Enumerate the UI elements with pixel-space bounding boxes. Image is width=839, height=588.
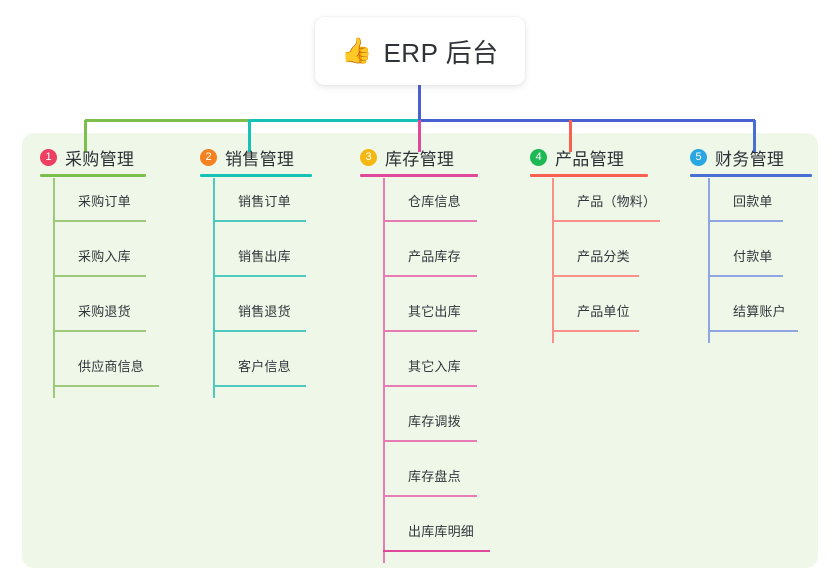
item-underline [383, 495, 477, 497]
item-spine [708, 288, 710, 343]
item-label: 产品单位 [577, 304, 630, 319]
root-title: ERP 后台 [383, 37, 499, 68]
item-label: 销售订单 [238, 194, 291, 209]
item-label: 销售出库 [238, 249, 291, 264]
item-underline [708, 275, 783, 277]
item-label: 其它入库 [408, 359, 461, 374]
item-spine [383, 343, 385, 398]
branch-header-4[interactable]: 4 产品管理 [530, 145, 624, 170]
branch-header-3[interactable]: 3 库存管理 [360, 145, 454, 170]
item-spine [552, 178, 554, 233]
branch-badge-1: 1 [40, 149, 57, 166]
item-spine [213, 178, 215, 233]
item-spine [383, 508, 385, 563]
item-label: 销售退货 [238, 304, 291, 319]
item-label: 产品（物料） [577, 194, 657, 209]
root-node-card[interactable]: 👍 ERP 后台 [315, 17, 525, 85]
item-spine [383, 178, 385, 233]
branch-badge-5: 5 [690, 149, 707, 166]
item-underline [213, 275, 306, 277]
item-spine [383, 288, 385, 343]
item-underline [383, 220, 477, 222]
item-spine [53, 233, 55, 288]
item-underline [53, 220, 146, 222]
item-label: 客户信息 [238, 359, 291, 374]
branch-underline-3 [360, 174, 478, 177]
item-spine [708, 233, 710, 288]
item-spine [383, 398, 385, 453]
item-underline [552, 330, 639, 332]
branch-badge-4: 4 [530, 149, 547, 166]
item-spine [552, 288, 554, 343]
item-label: 供应商信息 [78, 359, 145, 374]
branch-header-2[interactable]: 2 销售管理 [200, 145, 294, 170]
item-label: 仓库信息 [408, 194, 461, 209]
branch-badge-3: 3 [360, 149, 377, 166]
item-underline [552, 220, 660, 222]
item-spine [53, 343, 55, 398]
branch-title-3: 库存管理 [385, 150, 455, 169]
item-spine [53, 288, 55, 343]
branch-underline-1 [40, 174, 146, 177]
root-node-content: 👍 ERP 后台 [341, 33, 498, 70]
item-underline [383, 275, 477, 277]
item-underline [383, 440, 477, 442]
branch-header-5[interactable]: 5 财务管理 [690, 145, 784, 170]
item-label: 采购退货 [78, 304, 131, 319]
branch-title-1: 采购管理 [65, 150, 135, 169]
item-label: 采购入库 [78, 249, 131, 264]
item-underline [383, 550, 490, 552]
item-underline [53, 385, 159, 387]
item-underline [213, 330, 306, 332]
item-spine [53, 178, 55, 233]
branch-columns: 1 采购管理 采购订单 采购入库 采购退货 [22, 133, 818, 568]
branch-header-1[interactable]: 1 采购管理 [40, 145, 134, 170]
item-label: 产品分类 [577, 249, 630, 264]
item-label: 回款单 [733, 194, 773, 209]
item-underline [708, 220, 783, 222]
item-spine [552, 233, 554, 288]
item-underline [53, 275, 146, 277]
item-label: 采购订单 [78, 194, 131, 209]
branch-underline-2 [200, 174, 312, 177]
item-label: 库存调拨 [408, 414, 461, 429]
item-spine [213, 343, 215, 398]
branch-title-5: 财务管理 [715, 150, 785, 169]
branch-title-4: 产品管理 [555, 150, 625, 169]
branch-title-2: 销售管理 [225, 150, 295, 169]
item-label: 其它出库 [408, 304, 461, 319]
branch-underline-5 [690, 174, 812, 177]
item-spine [213, 288, 215, 343]
item-label: 库存盘点 [408, 469, 461, 484]
item-spine [383, 233, 385, 288]
item-underline [383, 385, 477, 387]
thumbs-up-icon: 👍 [341, 36, 373, 65]
item-spine [708, 178, 710, 233]
branch-underline-4 [530, 174, 648, 177]
item-underline [53, 330, 146, 332]
item-label: 结算账户 [733, 304, 786, 319]
item-underline [213, 220, 306, 222]
item-underline [383, 330, 477, 332]
item-underline [708, 330, 798, 332]
item-spine [383, 453, 385, 508]
item-spine [213, 233, 215, 288]
item-underline [213, 385, 306, 387]
item-label: 产品库存 [408, 249, 461, 264]
item-label: 付款单 [733, 249, 773, 264]
branch-badge-2: 2 [200, 149, 217, 166]
item-label: 出库库明细 [408, 524, 475, 539]
item-underline [552, 275, 639, 277]
